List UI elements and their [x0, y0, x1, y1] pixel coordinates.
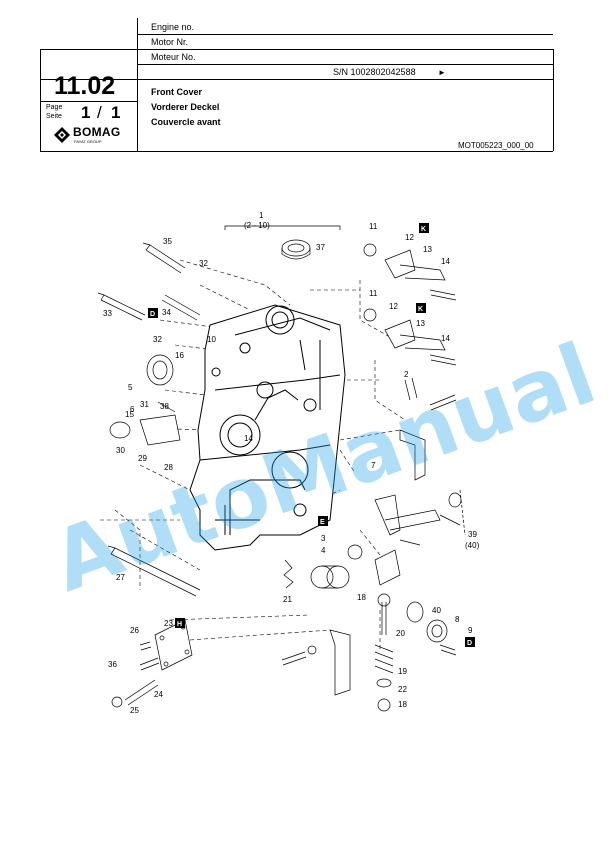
label-18a: 18	[357, 593, 366, 602]
label-10: 10	[207, 335, 216, 344]
label-9: 9	[468, 626, 473, 635]
rule	[553, 49, 554, 151]
title-fr: Couvercle avant	[151, 117, 221, 127]
rule	[40, 101, 137, 102]
label-18b: 18	[398, 700, 407, 709]
label-2: 2	[404, 370, 409, 379]
label-15: 15	[125, 410, 134, 419]
box-label-d1: D	[150, 311, 155, 318]
rule	[40, 79, 553, 80]
label-33: 33	[103, 309, 112, 318]
rule	[137, 34, 553, 35]
label-32b: 32	[153, 335, 162, 344]
bomag-emblem-icon	[54, 127, 70, 143]
label-28: 28	[164, 463, 173, 472]
drawing-lines	[97, 225, 466, 712]
rule	[40, 49, 553, 50]
box-label-k1: K	[421, 226, 426, 233]
label-11b: 11	[369, 289, 378, 298]
label-40: 40	[432, 606, 441, 615]
rule	[137, 64, 553, 65]
boxed-reference-labels: D K K E H D	[148, 223, 475, 647]
label-16: 16	[175, 351, 184, 360]
label-34: 34	[162, 308, 171, 317]
label-6: 6	[130, 405, 135, 414]
header-block: Engine no. Motor Nr. Moteur No. S/N 1002…	[40, 18, 554, 152]
page-label-de: Seite	[46, 113, 62, 120]
label-21: 21	[283, 595, 292, 604]
label-40b: (40)	[465, 541, 480, 550]
box-label-k2: K	[418, 306, 423, 313]
label-23: 23	[164, 619, 173, 628]
page-total: 1	[111, 103, 121, 122]
drawing-code: MOT005223_000_00	[458, 141, 534, 150]
page-separator: /	[97, 103, 102, 122]
engine-no-label-de: Motor Nr.	[151, 37, 189, 47]
label-22: 22	[398, 685, 407, 694]
label-20: 20	[396, 629, 405, 638]
rule	[40, 151, 553, 152]
label-38: 38	[160, 402, 169, 411]
label-11a: 11	[369, 222, 378, 231]
label-31: 31	[140, 400, 149, 409]
label-8: 8	[455, 615, 460, 624]
label-24: 24	[154, 690, 163, 699]
label-29: 29	[138, 454, 147, 463]
title-de: Vorderer Deckel	[151, 102, 220, 112]
label-30: 30	[116, 446, 125, 455]
label-5: 5	[128, 383, 133, 392]
label-4: 4	[321, 546, 326, 555]
title-en: Front Cover	[151, 87, 203, 97]
label-7: 7	[371, 461, 376, 470]
page-current: 1	[81, 103, 91, 122]
engine-no-label-en: Engine no.	[151, 22, 195, 32]
section-number: 11.02	[54, 72, 116, 100]
label-13b: 13	[416, 319, 425, 328]
label-39: 39	[468, 530, 477, 539]
label-14a: 14	[244, 434, 253, 443]
brand-subtitle: FAYAT GROUP	[74, 139, 102, 144]
label-35: 35	[163, 237, 172, 246]
rule	[137, 18, 138, 151]
label-14c: 14	[441, 334, 450, 343]
bomag-logo: BOMAG FAYAT GROUP	[54, 126, 134, 148]
label-12b: 12	[389, 302, 398, 311]
label-26: 26	[130, 626, 139, 635]
label-25: 25	[130, 706, 139, 715]
box-label-d2: D	[467, 640, 472, 647]
label-19: 19	[398, 667, 407, 676]
serial-number: S/N 1002802042588	[333, 67, 416, 77]
label-1: 1	[259, 211, 264, 220]
label-37: 37	[316, 243, 325, 252]
brand-name: BOMAG	[73, 125, 121, 139]
engine-no-label-fr: Moteur No.	[151, 52, 196, 62]
label-27: 27	[116, 573, 125, 582]
page-label-en: Page	[46, 104, 63, 111]
exploded-parts-drawing: 1 (2 - 10) 37 35 32 33 34 32 10 16 5 38 …	[97, 211, 480, 715]
part-number-labels: 1 (2 - 10) 37 35 32 33 34 32 10 16 5 38 …	[103, 211, 480, 715]
label-36: 36	[108, 660, 117, 669]
label-14b: 14	[441, 257, 450, 266]
label-3: 3	[321, 534, 326, 543]
rule	[40, 49, 41, 151]
label-2-10: (2 - 10)	[244, 221, 270, 230]
box-label-h: H	[177, 621, 182, 628]
label-12a: 12	[405, 233, 414, 242]
serial-arrow-icon: ►	[438, 68, 446, 77]
box-label-e: E	[320, 519, 325, 526]
label-13a: 13	[423, 245, 432, 254]
label-32a: 32	[199, 259, 208, 268]
